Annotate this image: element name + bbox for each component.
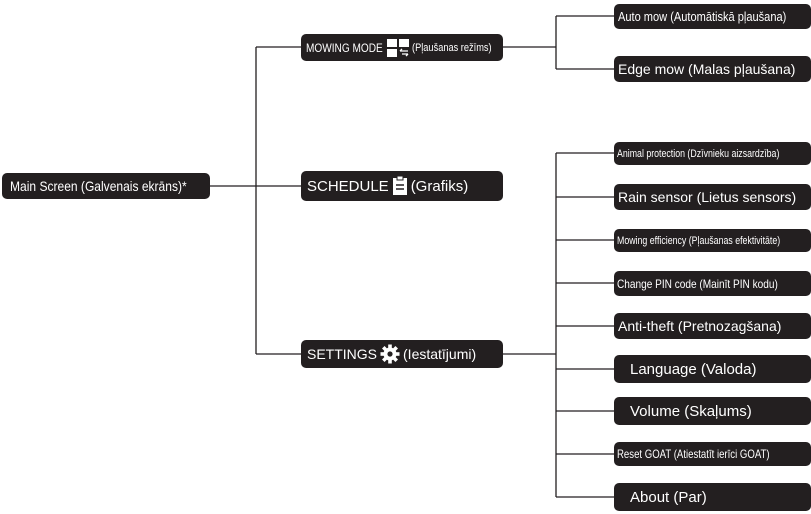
schedule-label: SCHEDULE [307,177,389,195]
mowing-mode-label: MOWING MODE [306,40,383,55]
reset-goat-label: Reset GOAT (Atiestatīt ierīci GOAT) [617,447,770,461]
settings-node: SETTINGS (Iestatījumi) [301,340,503,368]
anti-theft-label: Anti-theft (Pretnozagšana) [618,318,782,334]
language-node: Language (Valoda) [614,355,811,383]
about-node: About (Par) [614,483,811,511]
schedule-sublabel: (Grafiks) [410,177,469,195]
change-pin-node: Change PIN code (Mainīt PIN kodu) [614,271,811,296]
animal-protection-label: Animal protection (Dzīvnieku aizsardzība… [617,147,780,160]
gear-icon [380,344,400,364]
language-label: Language (Valoda) [630,360,757,378]
animal-protection-node: Animal protection (Dzīvnieku aizsardzība… [614,142,811,165]
anti-theft-node: Anti-theft (Pretnozagšana) [614,313,811,339]
edge-mow-label: Edge mow (Malas pļaušana) [618,61,796,77]
main-screen-node: Main Screen (Galvenais ekrāns)* [2,173,210,199]
about-label: About (Par) [630,488,707,506]
reset-goat-node: Reset GOAT (Atiestatīt ierīci GOAT) [614,442,811,466]
change-pin-label: Change PIN code (Mainīt PIN kodu) [617,276,778,291]
settings-label: SETTINGS [307,346,378,362]
rain-sensor-label: Rain sensor (Lietus sensors) [618,189,797,205]
clipboard-icon [392,176,407,195]
mowing-efficiency-node: Mowing efficiency (Pļaušanas efektivitāt… [614,229,811,252]
mowing-mode-node: MOWING MODE (Pļaušanas režīms) [301,34,503,61]
settings-sublabel: (Iestatījumi) [403,346,477,362]
mowing-mode-icon [387,38,409,57]
volume-node: Volume (Skaļums) [614,397,811,425]
edge-mow-node: Edge mow (Malas pļaušana) [614,56,811,82]
volume-label: Volume (Skaļums) [630,402,752,420]
rain-sensor-node: Rain sensor (Lietus sensors) [614,184,811,210]
schedule-node: SCHEDULE (Grafiks) [301,171,503,201]
auto-mow-label: Auto mow (Automātiskā pļaušana) [618,9,787,24]
main-screen-label: Main Screen (Galvenais ekrāns)* [10,178,187,194]
auto-mow-node: Auto mow (Automātiskā pļaušana) [614,4,811,29]
mowing-mode-sublabel: (Pļaušanas režīms) [412,41,492,54]
mowing-efficiency-label: Mowing efficiency (Pļaušanas efektivitāt… [617,234,781,247]
